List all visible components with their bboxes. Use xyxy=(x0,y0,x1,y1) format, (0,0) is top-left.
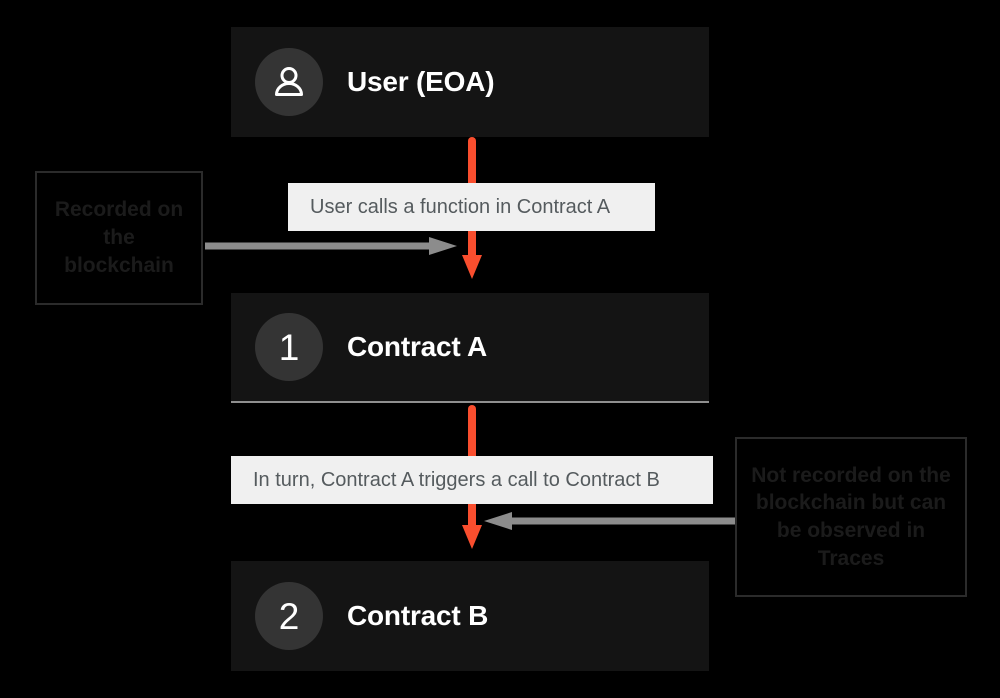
callout-contract-a-triggers-call: In turn, Contract A triggers a call to C… xyxy=(231,456,713,504)
callout-user-calls-function: User calls a function in Contract A xyxy=(288,183,655,231)
callout-2-text: In turn, Contract A triggers a call to C… xyxy=(253,468,660,491)
annotation-connector-right xyxy=(478,508,736,534)
step-number-2: 2 xyxy=(278,595,300,637)
callout-1-text: User calls a function in Contract A xyxy=(310,195,611,218)
left-arrow-icon xyxy=(484,512,736,530)
node-contract-b-label: Contract B xyxy=(347,600,489,631)
person-icon xyxy=(275,67,303,96)
annotation-recorded-on-blockchain: Recorded on the blockchain xyxy=(35,171,203,305)
node-contract-a[interactable]: 1 Contract A xyxy=(231,293,709,403)
step-number-badge-1: 1 xyxy=(255,313,323,381)
annotation-connector-left xyxy=(205,233,457,259)
step-number-badge-2: 2 xyxy=(255,582,323,650)
step-number-1: 1 xyxy=(278,326,300,368)
annotation-right-text: Not recorded on the blockchain but can b… xyxy=(751,463,951,570)
right-arrow-icon xyxy=(205,237,457,255)
annotation-left-text: Recorded on the blockchain xyxy=(54,198,184,277)
person-icon-badge xyxy=(255,48,323,116)
node-user[interactable]: User (EOA) xyxy=(231,27,709,137)
annotation-not-recorded-on-blockchain: Not recorded on the blockchain but can b… xyxy=(735,437,967,597)
node-contract-a-label: Contract A xyxy=(347,331,488,362)
node-contract-b[interactable]: 2 Contract B xyxy=(231,561,709,671)
node-user-label: User (EOA) xyxy=(347,66,495,97)
